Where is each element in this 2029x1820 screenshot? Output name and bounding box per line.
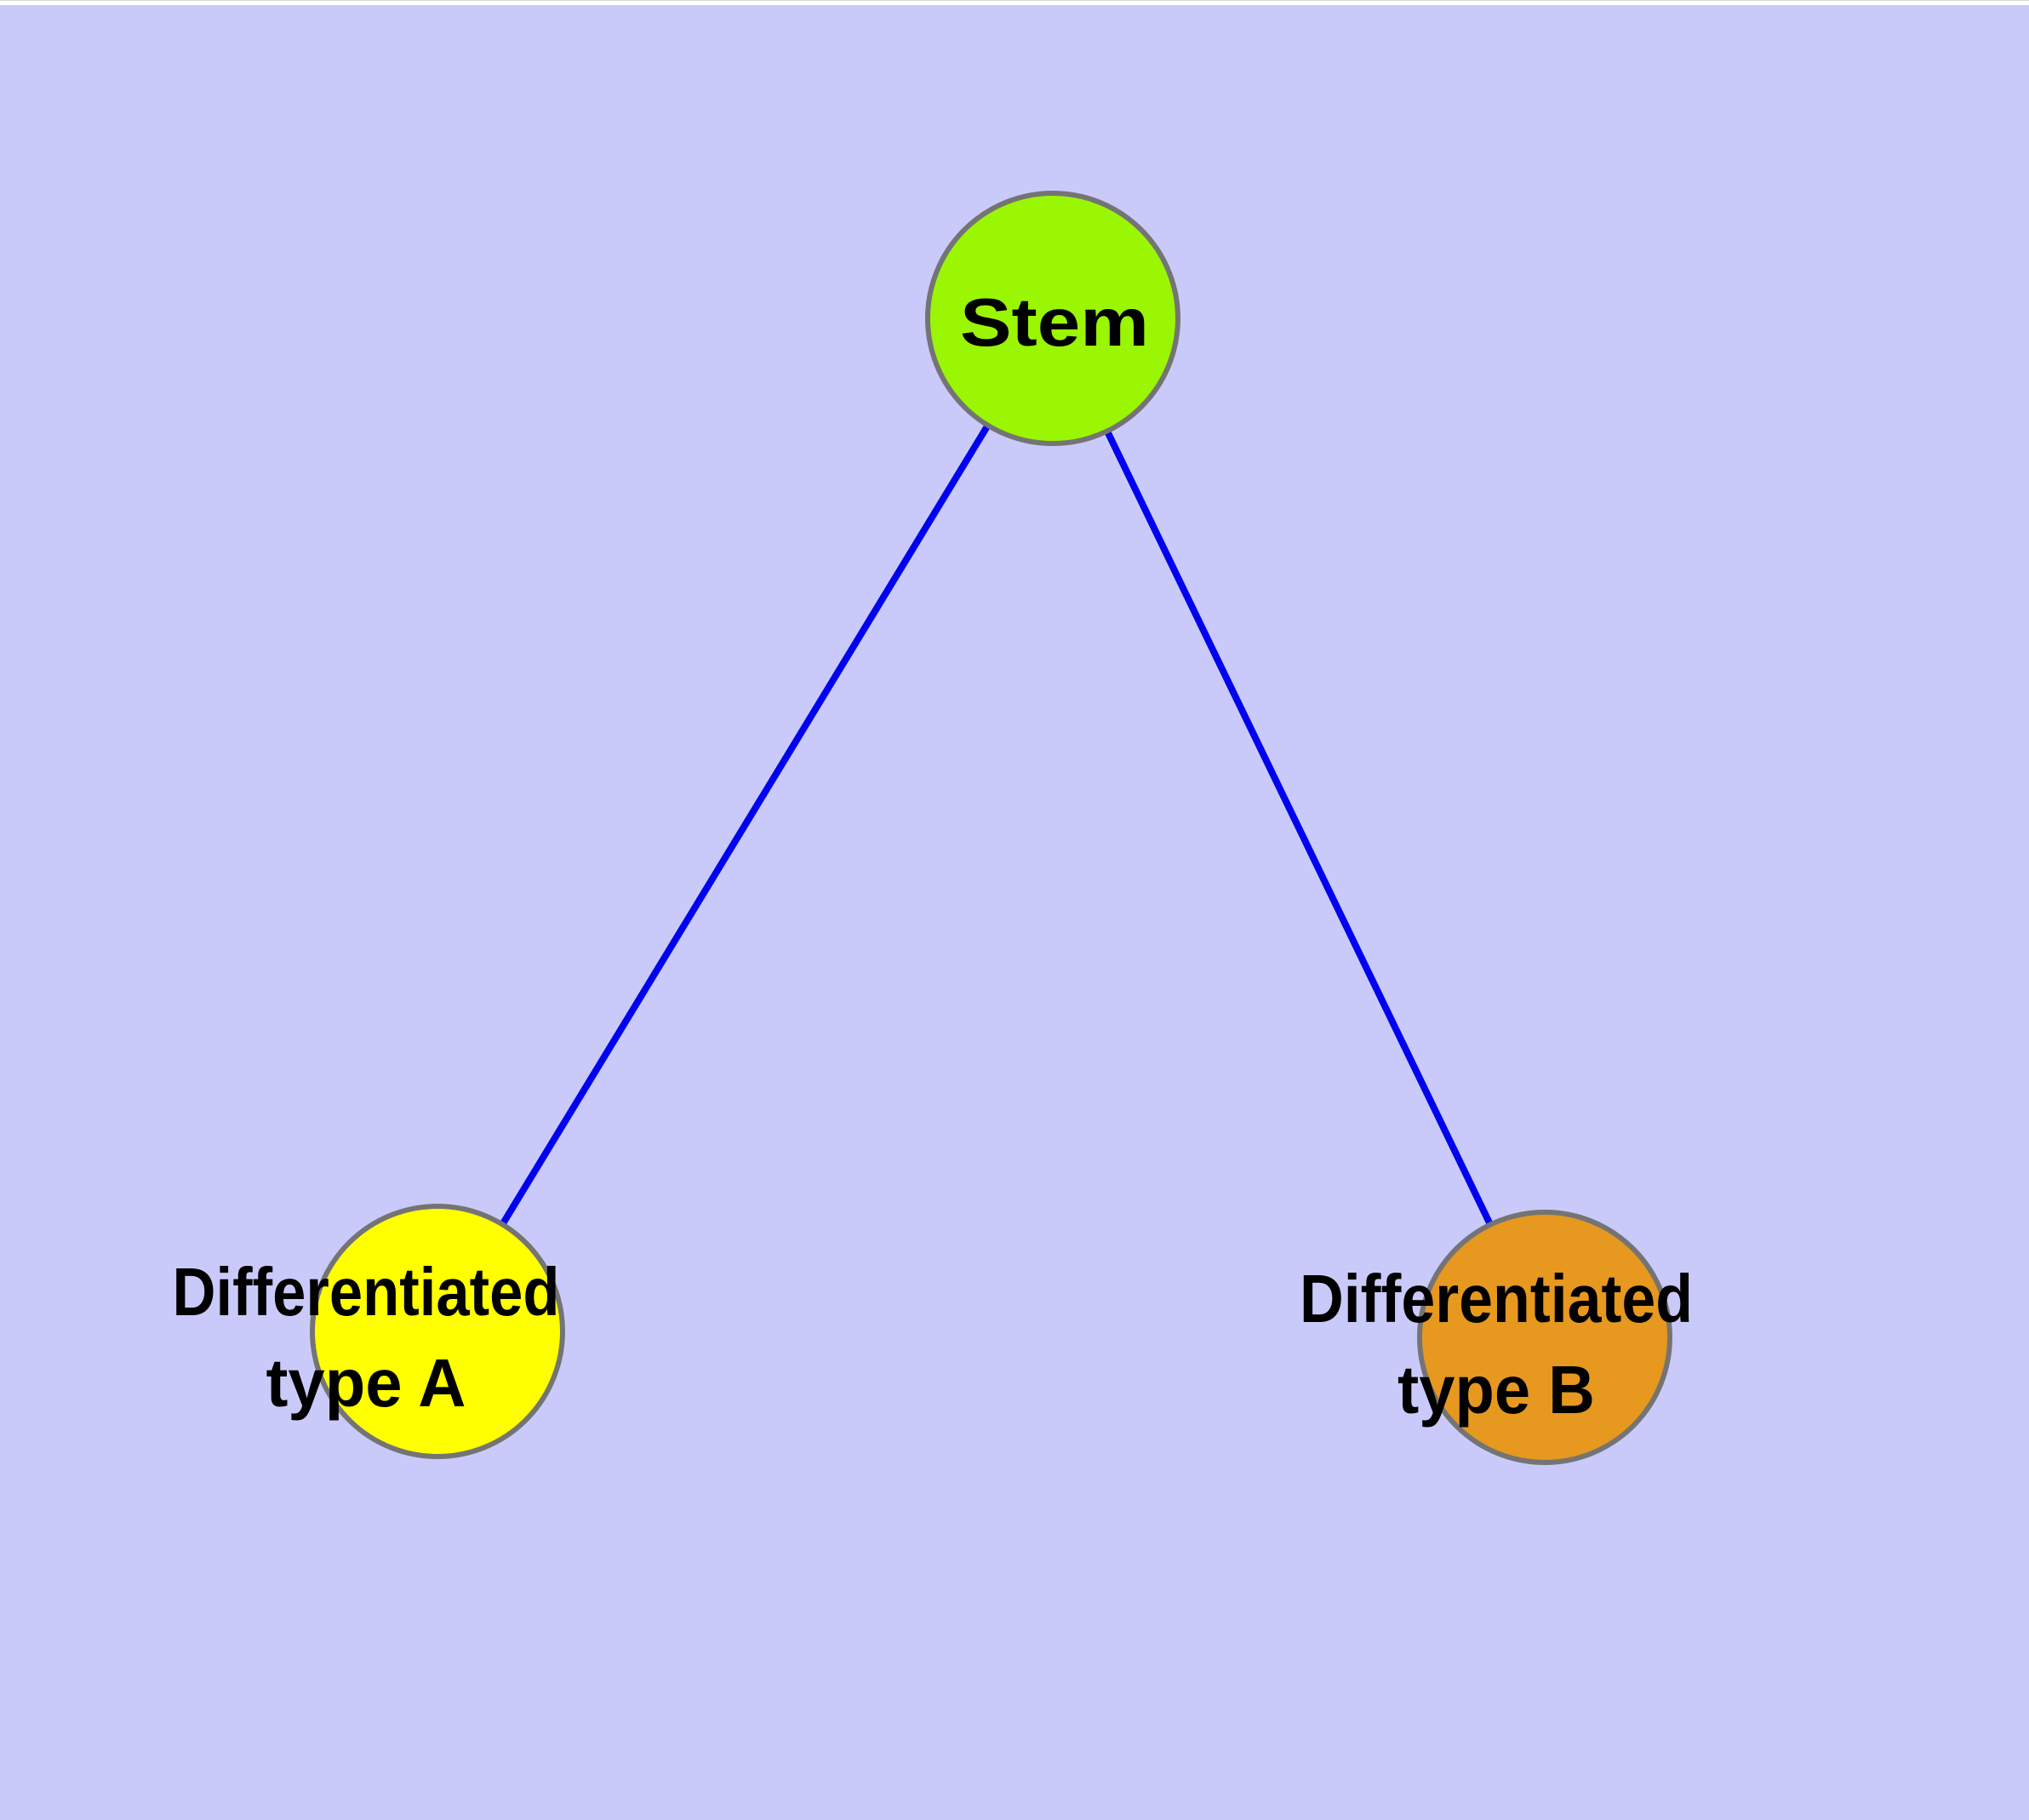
window-top-strip <box>0 0 2029 5</box>
edge-stem-to-type-b <box>1049 317 1548 1339</box>
node-type-a-label-line2: type A <box>266 1345 466 1421</box>
node-type-b-label-line1: Differentiated <box>1300 1261 1693 1336</box>
edge-stem-to-type-a <box>434 316 1056 1334</box>
node-differentiated-type-a <box>310 1204 565 1459</box>
node-type-b-label-line2: type B <box>1397 1352 1595 1428</box>
node-stem-label: Stem <box>960 284 1149 360</box>
window-top-strip-edge <box>0 0 2029 1</box>
node-differentiated-type-b <box>1417 1210 1672 1465</box>
node-type-a-label-line1: Differentiated <box>173 1254 560 1330</box>
node-stem <box>925 191 1180 446</box>
